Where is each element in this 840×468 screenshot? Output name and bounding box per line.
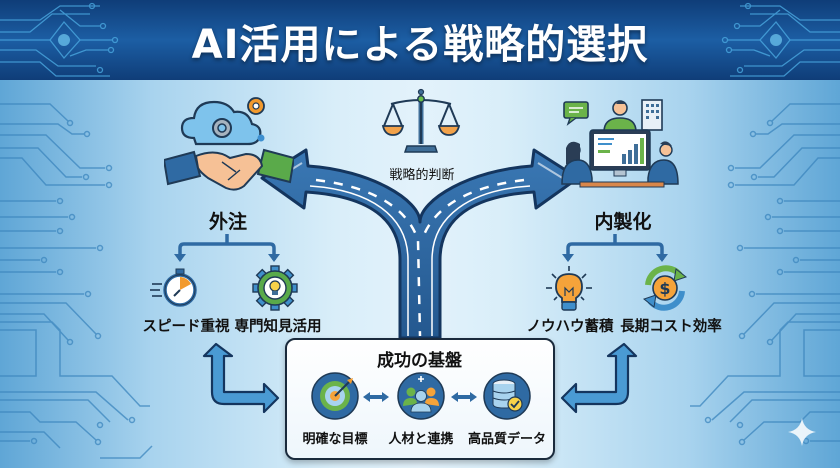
gear-lightbulb-icon [252,265,298,311]
lightbulb-icon [546,266,592,311]
right-feedback-arrow [560,342,638,414]
speed-label: スピード重視 [142,319,230,335]
foundation-title: 成功の基盤 [377,351,462,371]
scales-icon [381,88,461,153]
outsource-label: 外注 [208,211,247,233]
outsource-branch-arrows [174,234,280,262]
inhouse-branch-arrows [562,234,668,262]
target-icon [311,372,359,420]
inhouse-label: 内製化 [594,211,652,233]
people-icon [397,372,445,420]
title-banner: AI活用による戦略的選択 [0,0,840,80]
knowhow-label: ノウハウ蓄積 [526,319,614,335]
clear-goal-label: 明確な目標 [302,432,368,447]
foundation-panel: 成功の基盤 明確な目標 [285,338,555,460]
bidirectional-arrow-icon [451,392,477,402]
decision-label: 戦略的判断 [389,168,455,183]
quality-data-label: 高品質データ [467,432,546,447]
svg-text:$: $ [659,279,670,298]
stopwatch-icon [150,268,197,307]
page-title: AI活用による戦略的選択 [191,22,649,68]
fork-road-icon [260,148,580,340]
left-feedback-arrow [202,342,280,414]
database-check-icon [483,372,531,420]
cost-efficiency-label: 長期コスト効率 [620,319,722,335]
people-collab-label: 人材と連携 [388,432,454,447]
banner-circuit-decoration [0,2,840,77]
bidirectional-arrow-icon [363,392,389,402]
expertise-label: 専門知見活用 [234,319,322,335]
handshake-cloud-icon [164,97,294,191]
team-meeting-icon [561,99,679,188]
dollar-cycle-icon: $ [642,265,688,311]
